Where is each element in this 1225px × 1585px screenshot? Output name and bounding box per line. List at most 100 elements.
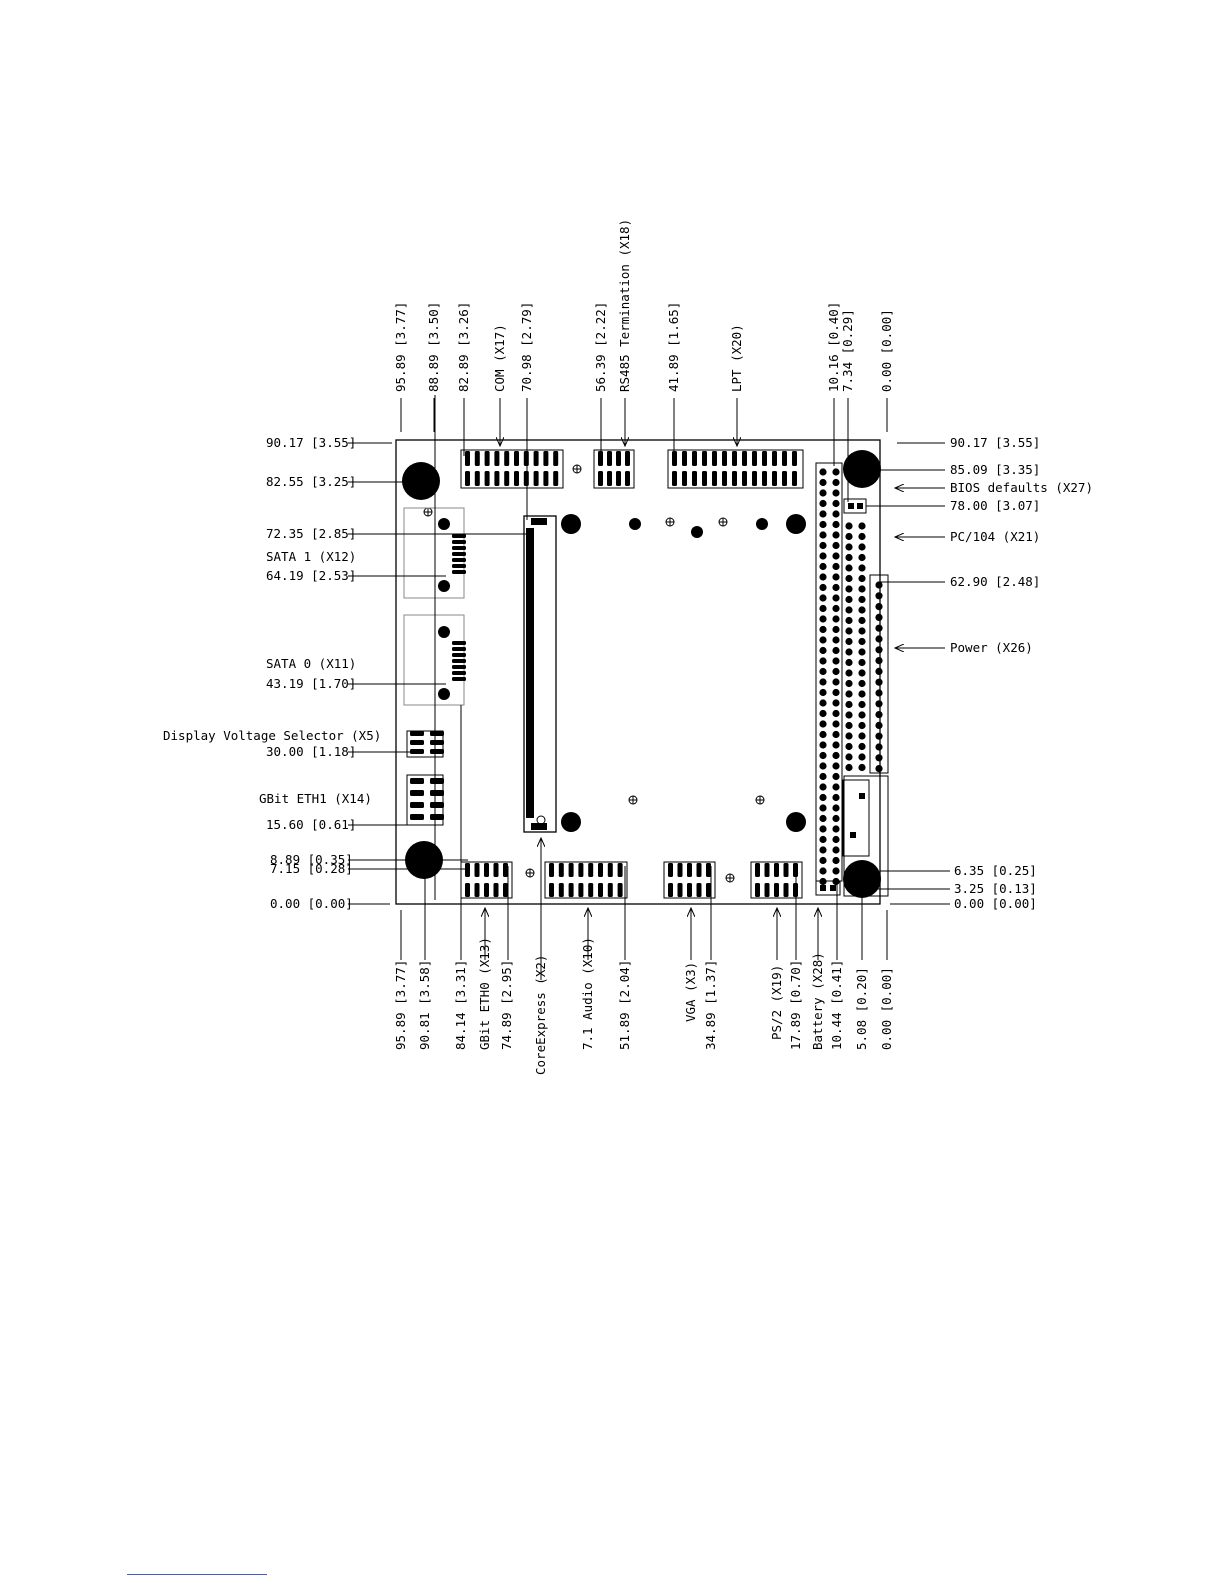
- pin: [832, 489, 840, 497]
- pin: [523, 471, 529, 486]
- pin: [762, 471, 767, 486]
- pin: [819, 604, 827, 613]
- pin: [819, 510, 827, 518]
- left-label-eth1: GBit ETH1 (X14): [259, 791, 372, 806]
- pin: [845, 574, 853, 583]
- pin: [832, 541, 840, 550]
- pin: [845, 648, 853, 656]
- pin: [832, 520, 840, 529]
- bios-defaults-jumper-x27: [843, 498, 867, 514]
- pin: [832, 499, 840, 508]
- pin: [858, 648, 866, 656]
- bottom-label-84-14: 84.14 [3.31]: [453, 960, 468, 1050]
- left-label-sata1: SATA 1 (X12): [266, 549, 356, 564]
- pin: [706, 883, 711, 897]
- pin: [819, 699, 827, 707]
- pin: [514, 471, 519, 486]
- pin: [845, 616, 853, 625]
- pin: [607, 451, 612, 466]
- left-label-43-19: 43.19 [1.70]: [266, 676, 356, 691]
- pin: [819, 804, 827, 812]
- pin: [845, 564, 853, 572]
- pin: [819, 867, 827, 875]
- pin: [578, 863, 584, 877]
- pin: [465, 863, 470, 877]
- pin: [819, 646, 827, 655]
- right-label-power: Power (X26): [950, 640, 1033, 655]
- pin: [875, 689, 883, 697]
- pin: [875, 613, 883, 622]
- pin: [706, 863, 711, 877]
- pin: [607, 863, 613, 877]
- pin: [845, 763, 853, 772]
- pin: [819, 825, 827, 833]
- pin: [504, 471, 510, 486]
- pin: [484, 471, 490, 486]
- bottom-label-coreexpress: CoreExpress (X2): [533, 955, 548, 1075]
- pin: [832, 709, 840, 718]
- pin: [819, 583, 827, 592]
- pin: [755, 883, 760, 897]
- pin: [430, 814, 444, 820]
- pin: [845, 595, 853, 604]
- pin: [858, 658, 866, 667]
- pin: [832, 583, 840, 592]
- pin: [494, 451, 500, 466]
- pin: [616, 451, 621, 466]
- pin: [452, 659, 466, 663]
- right-label-0-00: 0.00 [0.00]: [954, 896, 1037, 911]
- pin: [598, 863, 603, 877]
- pin: [819, 657, 827, 665]
- top-label-lpt: LPT (X20): [729, 324, 744, 392]
- pin: [452, 534, 466, 538]
- pin: [430, 790, 444, 796]
- pin: [410, 749, 424, 754]
- bottom-label-90-81: 90.81 [3.58]: [417, 960, 432, 1050]
- pin: [832, 594, 840, 602]
- bottom-label-ps2: PS/2 (X19): [769, 965, 784, 1040]
- pin: [832, 604, 840, 613]
- pin: [845, 585, 853, 593]
- eth1-header-x14: [406, 774, 444, 826]
- bottom-label-17-89: 17.89 [0.70]: [788, 960, 803, 1050]
- pin: [762, 451, 767, 466]
- fiducials: [423, 464, 765, 883]
- pc104-header-x21: [815, 462, 866, 886]
- top-dimension-labels: 95.89 [3.77] 88.89 [3.50] 82.89 [3.26] C…: [393, 219, 894, 392]
- pin: [832, 636, 840, 644]
- pin: [474, 471, 480, 486]
- pin: [752, 471, 757, 486]
- pin: [845, 553, 853, 562]
- pin: [832, 751, 840, 760]
- pin: [687, 883, 692, 897]
- pin: [845, 679, 853, 688]
- pin: [410, 740, 424, 745]
- pin: [430, 740, 444, 745]
- top-label-rs485: RS485 Termination (X18): [617, 219, 632, 392]
- pin: [875, 678, 883, 686]
- pin: [875, 657, 883, 665]
- top-label-com: COM (X17): [492, 324, 507, 392]
- pin: [474, 883, 480, 897]
- right-label-6-35: 6.35 [0.25]: [954, 863, 1037, 878]
- pin: [617, 883, 623, 897]
- pin: [832, 657, 840, 665]
- top-label-95-89: 95.89 [3.77]: [393, 302, 408, 392]
- pin: [772, 471, 777, 486]
- pin: [452, 653, 466, 657]
- top-label-41-89: 41.89 [1.65]: [666, 302, 681, 392]
- pin: [452, 677, 466, 681]
- pin: [819, 489, 827, 497]
- bottom-label-74-89: 74.89 [2.95]: [499, 960, 514, 1050]
- pin: [819, 625, 827, 634]
- board-outline: [395, 439, 881, 905]
- pin: [858, 543, 866, 551]
- pin: [616, 471, 621, 486]
- pin: [875, 667, 883, 676]
- pin: [677, 863, 683, 877]
- pin: [875, 592, 883, 600]
- pin: [875, 635, 883, 643]
- pin: [819, 667, 827, 676]
- pin: [832, 699, 840, 707]
- pin: [523, 451, 529, 466]
